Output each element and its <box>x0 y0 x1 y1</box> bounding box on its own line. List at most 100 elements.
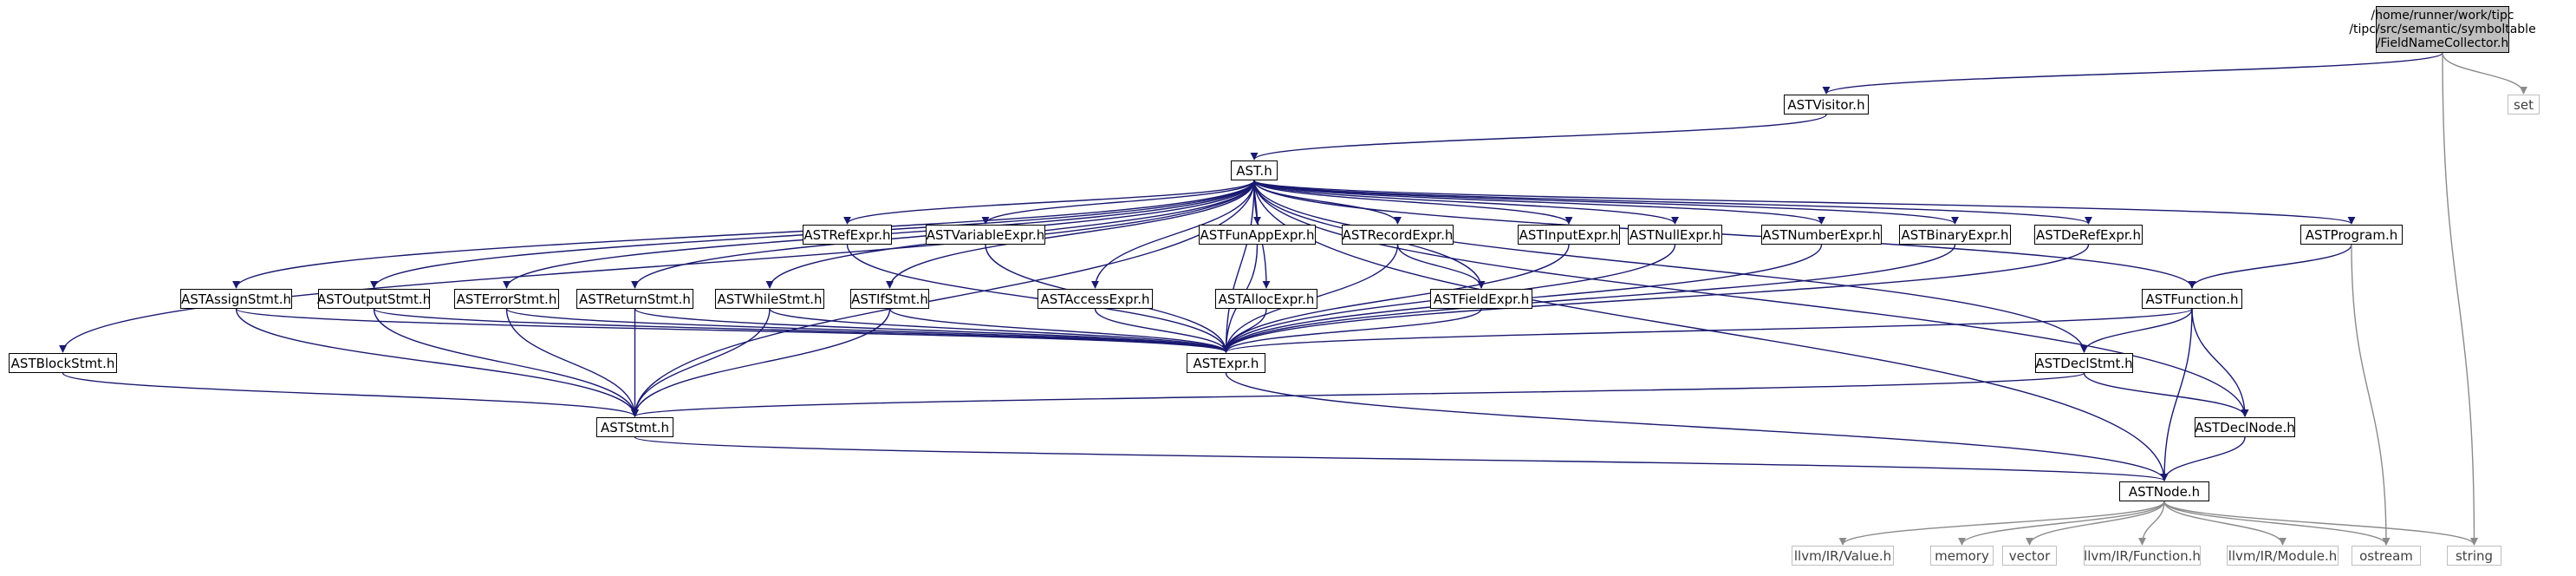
edge-astfunction-to-astnode <box>2160 308 2193 481</box>
node-label: ASTExpr.h <box>1193 355 1259 371</box>
edge-ast-to-astbinaryexpr <box>1253 180 1959 225</box>
node-label: ASTFieldExpr.h <box>1433 291 1530 307</box>
edge-asterrorstmt-to-astexpr <box>505 308 1230 353</box>
node-astrefexpr[interactable]: ASTRefExpr.h <box>803 225 892 245</box>
edge-astfunction-to-astexpr <box>1222 308 2193 353</box>
root-title-line-3: /FieldNameCollector.h <box>2376 36 2509 50</box>
node-label: AST.h <box>1236 162 1272 179</box>
edge-astdeclnode-to-astnode <box>2160 436 2246 481</box>
edge-astrefexpr-to-astexpr <box>846 244 1230 353</box>
edge-ast-to-astfunction <box>1253 180 2196 289</box>
edge-ast-to-astifstmt <box>886 180 1255 289</box>
node-vector: vector <box>2002 546 2057 566</box>
node-astnullexpr[interactable]: ASTNullExpr.h <box>1628 225 1722 245</box>
node-label: ASTReturnStmt.h <box>579 291 691 307</box>
node-astbinaryexpr[interactable]: ASTBinaryExpr.h <box>1899 225 2011 245</box>
node-label: ASTStmt.h <box>600 419 670 435</box>
node-label: ASTAllocExpr.h <box>1218 291 1315 307</box>
node-label: ASTAccessExpr.h <box>1040 291 1150 307</box>
edge-astrecordexpr-to-astfieldexpr <box>1396 244 1486 289</box>
node-astrecordexpr[interactable]: ASTRecordExpr.h <box>1342 225 1454 245</box>
node-astfieldexpr[interactable]: ASTFieldExpr.h <box>1430 289 1532 309</box>
edge-root-to-astvisitor <box>1822 52 2443 95</box>
edge-astdeclstmt-to-astdeclnode <box>2083 372 2249 417</box>
node-label: ASTNumberExpr.h <box>1762 226 1881 243</box>
edge-ast-to-astaccessexpr <box>1091 180 1255 289</box>
node-aststmt[interactable]: ASTStmt.h <box>596 417 673 437</box>
edge-ast-to-astderefexpr <box>1253 180 2092 225</box>
edge-root-to-set <box>2442 52 2527 95</box>
node-asterrorstmt[interactable]: ASTErrorStmt.h <box>454 289 559 309</box>
node-llvm-module: llvm/IR/Module.h <box>2227 546 2339 566</box>
node-astfunappexpr[interactable]: ASTFunAppExpr.h <box>1199 225 1316 245</box>
edge-astwhilestmt-to-astexpr <box>769 308 1230 353</box>
node-memory: memory <box>1930 546 1994 566</box>
edge-astprogram-to-astfunction <box>2188 244 2352 289</box>
node-astvariableexpr[interactable]: ASTVariableExpr.h <box>926 225 1045 245</box>
node-astvisitor[interactable]: ASTVisitor.h <box>1784 95 1869 115</box>
node-astprogram[interactable]: ASTProgram.h <box>2300 225 2403 245</box>
node-astallocexpr[interactable]: ASTAllocExpr.h <box>1215 289 1317 309</box>
edge-astreturnstmt-to-astexpr <box>634 308 1230 353</box>
node-ast[interactable]: AST.h <box>1231 160 1278 180</box>
node-astassignstmt[interactable]: ASTAssignStmt.h <box>180 289 292 309</box>
node-astifstmt[interactable]: ASTIfStmt.h <box>850 289 929 309</box>
root-title-line-2: /tipc/src/semantic/symboltable <box>2349 23 2536 36</box>
node-astfunction[interactable]: ASTFunction.h <box>2142 289 2242 309</box>
node-ostream: ostream <box>2352 546 2421 566</box>
node-label: ASTWhileStmt.h <box>717 291 823 307</box>
edge-asterrorstmt-to-aststmt <box>505 308 639 417</box>
node-astoutputstmt[interactable]: ASTOutputStmt.h <box>317 289 431 309</box>
node-astblockstmt[interactable]: ASTBlockStmt.h <box>9 353 117 373</box>
edge-astnode-to-llvmmodule <box>2163 501 2287 546</box>
node-astaccessexpr[interactable]: ASTAccessExpr.h <box>1038 289 1153 309</box>
node-fieldnamecollector[interactable]: /home/runner/work/tipc /tipc/src/semanti… <box>2349 6 2536 53</box>
edge-astnode-to-llvmvalue <box>1838 501 2165 546</box>
edge-ast-to-astprogram <box>1253 180 2356 225</box>
node-label: ASTBinaryExpr.h <box>1901 226 2009 243</box>
node-astnode[interactable]: ASTNode.h <box>2119 481 2209 501</box>
node-astexpr[interactable]: ASTExpr.h <box>1187 353 1265 373</box>
edge-astinputexpr-to-astexpr <box>1222 244 1570 353</box>
node-label: ASTAssignStmt.h <box>180 291 292 307</box>
edge-ast-to-astassignstmt <box>232 180 1255 289</box>
node-label: llvm/IR/Function.h <box>2084 547 2201 564</box>
edge-astdeclstmt-to-aststmt <box>631 372 2085 417</box>
edge-aststmt-to-astnode <box>634 436 2168 481</box>
edge-astnode-to-llvmfunction <box>2138 501 2165 546</box>
node-string: string <box>2447 546 2501 566</box>
node-label: ASTIfStmt.h <box>851 291 928 307</box>
edge-ast-to-astdeclstmt <box>1253 180 2088 353</box>
node-astnumberexpr[interactable]: ASTNumberExpr.h <box>1761 225 1882 245</box>
edge-astexpr-to-astnode <box>1225 372 2169 481</box>
edge-astvisitor-to-ast <box>1250 114 1827 160</box>
node-label: ASTNode.h <box>2128 483 2201 500</box>
node-astderefexpr[interactable]: ASTDeRefExpr.h <box>2034 225 2143 245</box>
edge-root-to-string <box>2442 52 2478 546</box>
node-label: ASTRecordExpr.h <box>1342 226 1454 243</box>
node-astdeclstmt[interactable]: ASTDeclStmt.h <box>2035 353 2133 373</box>
edge-astnode-to-vector <box>2026 501 2165 546</box>
node-label: memory <box>1935 547 1989 564</box>
node-label: ASTErrorStmt.h <box>456 291 557 307</box>
node-label: ASTProgram.h <box>2305 226 2398 243</box>
node-astinputexpr[interactable]: ASTInputExpr.h <box>1518 225 1620 245</box>
node-llvm-function: llvm/IR/Function.h <box>2084 546 2201 566</box>
edge-ast-to-astexpr <box>1222 180 1255 353</box>
edge-ast-to-astblockstmt <box>59 180 1255 353</box>
edge-astprogram-to-ostream <box>2351 244 2391 546</box>
edge-ast-to-astnullexpr <box>1253 180 1679 225</box>
node-set: set <box>2508 95 2540 115</box>
edge-astblockstmt-to-aststmt <box>62 372 639 417</box>
edge-astifstmt-to-aststmt <box>631 308 891 417</box>
edge-astfunction-to-astdeclnode <box>2191 308 2249 417</box>
node-astwhilestmt[interactable]: ASTWhileStmt.h <box>715 289 824 309</box>
node-astdeclnode[interactable]: ASTDeclNode.h <box>2195 417 2295 437</box>
edge-astfunction-to-astdeclstmt <box>2080 308 2193 353</box>
node-label: vector <box>2008 547 2051 564</box>
edge-astderefexpr-to-astexpr <box>1222 244 2090 353</box>
node-astreturnstmt[interactable]: ASTReturnStmt.h <box>576 289 693 309</box>
node-label: llvm/IR/Module.h <box>2228 547 2338 564</box>
edge-ast-to-astdeclnode <box>1253 180 2249 417</box>
node-label: ASTInputExpr.h <box>1519 226 1619 243</box>
